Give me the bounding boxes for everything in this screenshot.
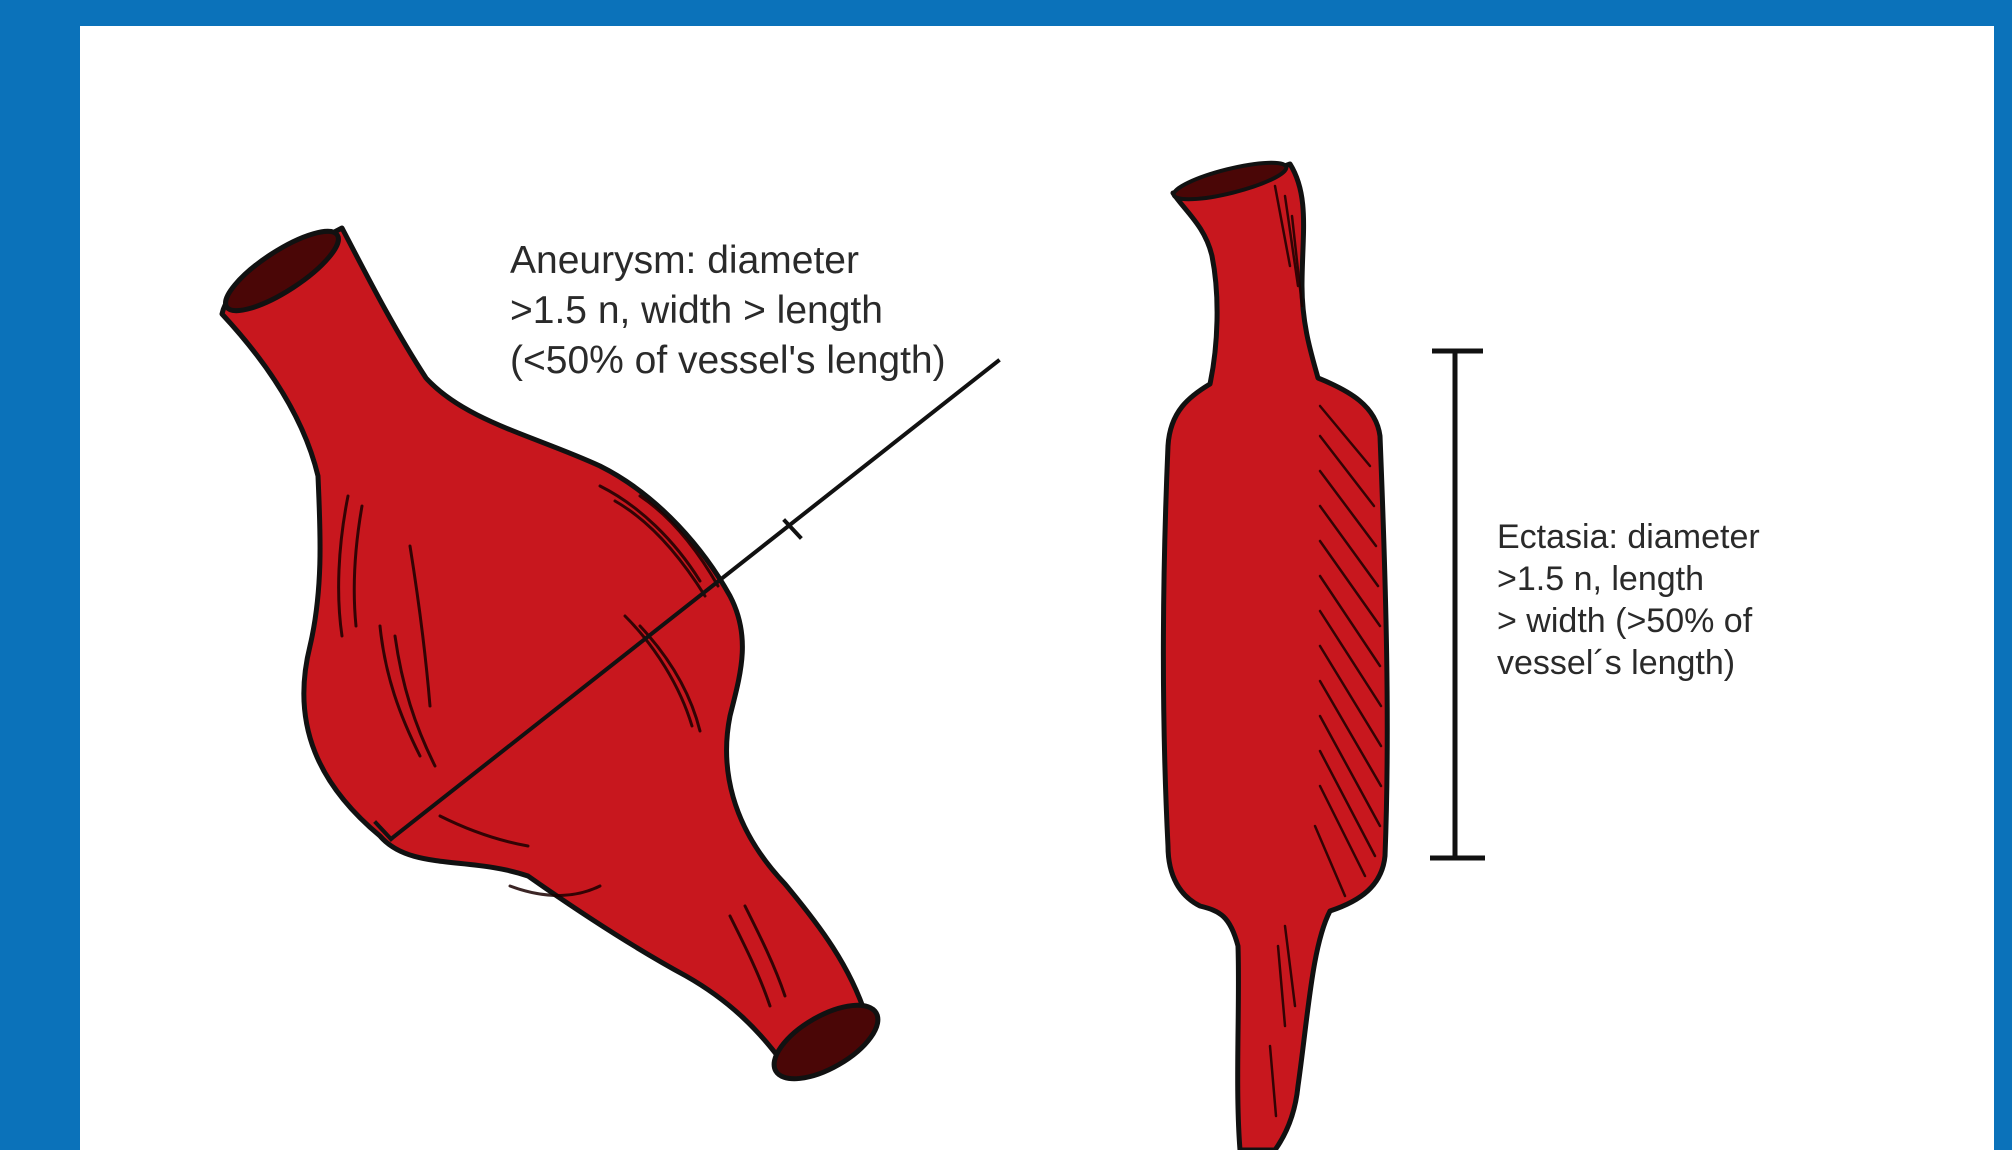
aneurysm-label-line-1: Aneurysm: diameter (510, 236, 946, 286)
ectasia-label-line-4: vessel´s length) (1497, 642, 1760, 684)
ectasia-body (1164, 164, 1388, 1150)
ectasia-label-line-2: >1.5 n, length (1497, 558, 1760, 600)
aneurysm-label-line-3: (<50% of vessel's length) (510, 336, 946, 386)
aneurysm-label: Aneurysm: diameter >1.5 n, width > lengt… (510, 236, 946, 386)
ectasia-label: Ectasia: diameter >1.5 n, length > width… (1497, 516, 1760, 684)
figure-panel: Aneurysm: diameter >1.5 n, width > lengt… (80, 26, 1994, 1150)
ectasia-measure-bar (1430, 351, 1485, 858)
ectasia-vessel (1164, 155, 1388, 1150)
aneurysm-label-line-2: >1.5 n, width > length (510, 286, 946, 336)
ectasia-label-line-3: > width (>50% of (1497, 600, 1760, 642)
ectasia-label-line-1: Ectasia: diameter (1497, 516, 1760, 558)
